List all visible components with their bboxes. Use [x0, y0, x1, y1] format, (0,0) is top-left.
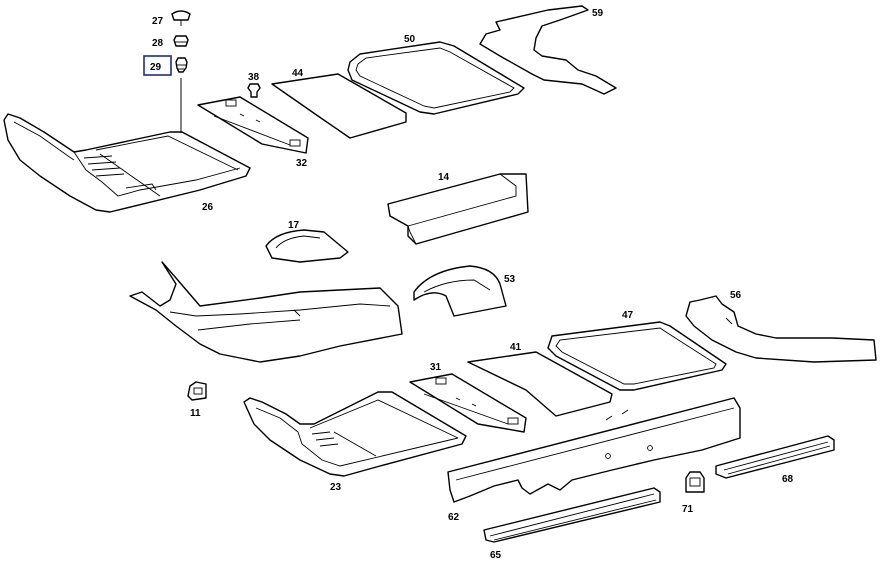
part-floor-section[interactable]	[129, 261, 403, 363]
callout-28[interactable]: 28	[152, 38, 164, 49]
callout-14[interactable]: 14	[438, 172, 450, 183]
part-32-insulation-panel[interactable]	[197, 96, 309, 154]
callout-47[interactable]: 47	[622, 310, 634, 321]
part-27-cap-clip[interactable]	[171, 10, 191, 26]
part-11-clip[interactable]	[187, 381, 207, 401]
callout-23[interactable]: 23	[330, 482, 342, 493]
part-59-rear-panel[interactable]	[479, 5, 617, 95]
part-17-pad[interactable]	[265, 229, 349, 263]
callout-50[interactable]: 50	[404, 34, 416, 45]
callout-32[interactable]: 32	[296, 158, 308, 169]
part-23-rear-floor-carpet[interactable]	[243, 391, 467, 477]
callout-11[interactable]: 11	[190, 408, 201, 419]
callout-53[interactable]: 53	[504, 274, 516, 285]
part-28-grommet[interactable]	[173, 35, 189, 47]
part-62-sill-panel[interactable]	[447, 397, 741, 503]
callout-68[interactable]: 68	[782, 474, 794, 485]
callout-17[interactable]: 17	[288, 220, 300, 231]
part-71-clip[interactable]	[685, 471, 705, 493]
part-50-trunk-mat[interactable]	[347, 41, 525, 115]
callout-56[interactable]: 56	[730, 290, 742, 301]
callout-27[interactable]: 27	[152, 16, 164, 27]
part-31-insulation-panel[interactable]	[409, 373, 527, 433]
callout-38[interactable]: 38	[248, 72, 260, 83]
part-56-side-panel[interactable]	[685, 295, 877, 363]
part-41-floor-mat[interactable]	[467, 351, 613, 417]
callout-62[interactable]: 62	[448, 512, 460, 523]
callout-59[interactable]: 59	[592, 8, 604, 19]
callout-44[interactable]: 44	[292, 68, 304, 79]
part-47-floor-mat[interactable]	[547, 321, 727, 391]
part-29-fastener[interactable]	[175, 57, 188, 73]
callout-31[interactable]: 31	[430, 362, 442, 373]
callout-29[interactable]: 29	[150, 62, 162, 73]
part-44-floor-mat[interactable]	[271, 73, 407, 139]
callout-65[interactable]: 65	[490, 550, 502, 561]
callout-71[interactable]: 71	[682, 504, 694, 515]
callout-26[interactable]: 26	[202, 202, 214, 213]
callout-41[interactable]: 41	[510, 342, 522, 353]
part-26-front-floor-carpet[interactable]	[3, 113, 251, 213]
part-38-clip[interactable]	[247, 83, 261, 98]
part-68-sill-strip[interactable]	[715, 435, 835, 479]
part-65-sill-strip[interactable]	[483, 487, 661, 543]
part-14-tunnel-cover[interactable]	[387, 173, 529, 245]
highlight-box-29	[143, 55, 172, 76]
part-53-curved-cover[interactable]	[413, 265, 507, 317]
